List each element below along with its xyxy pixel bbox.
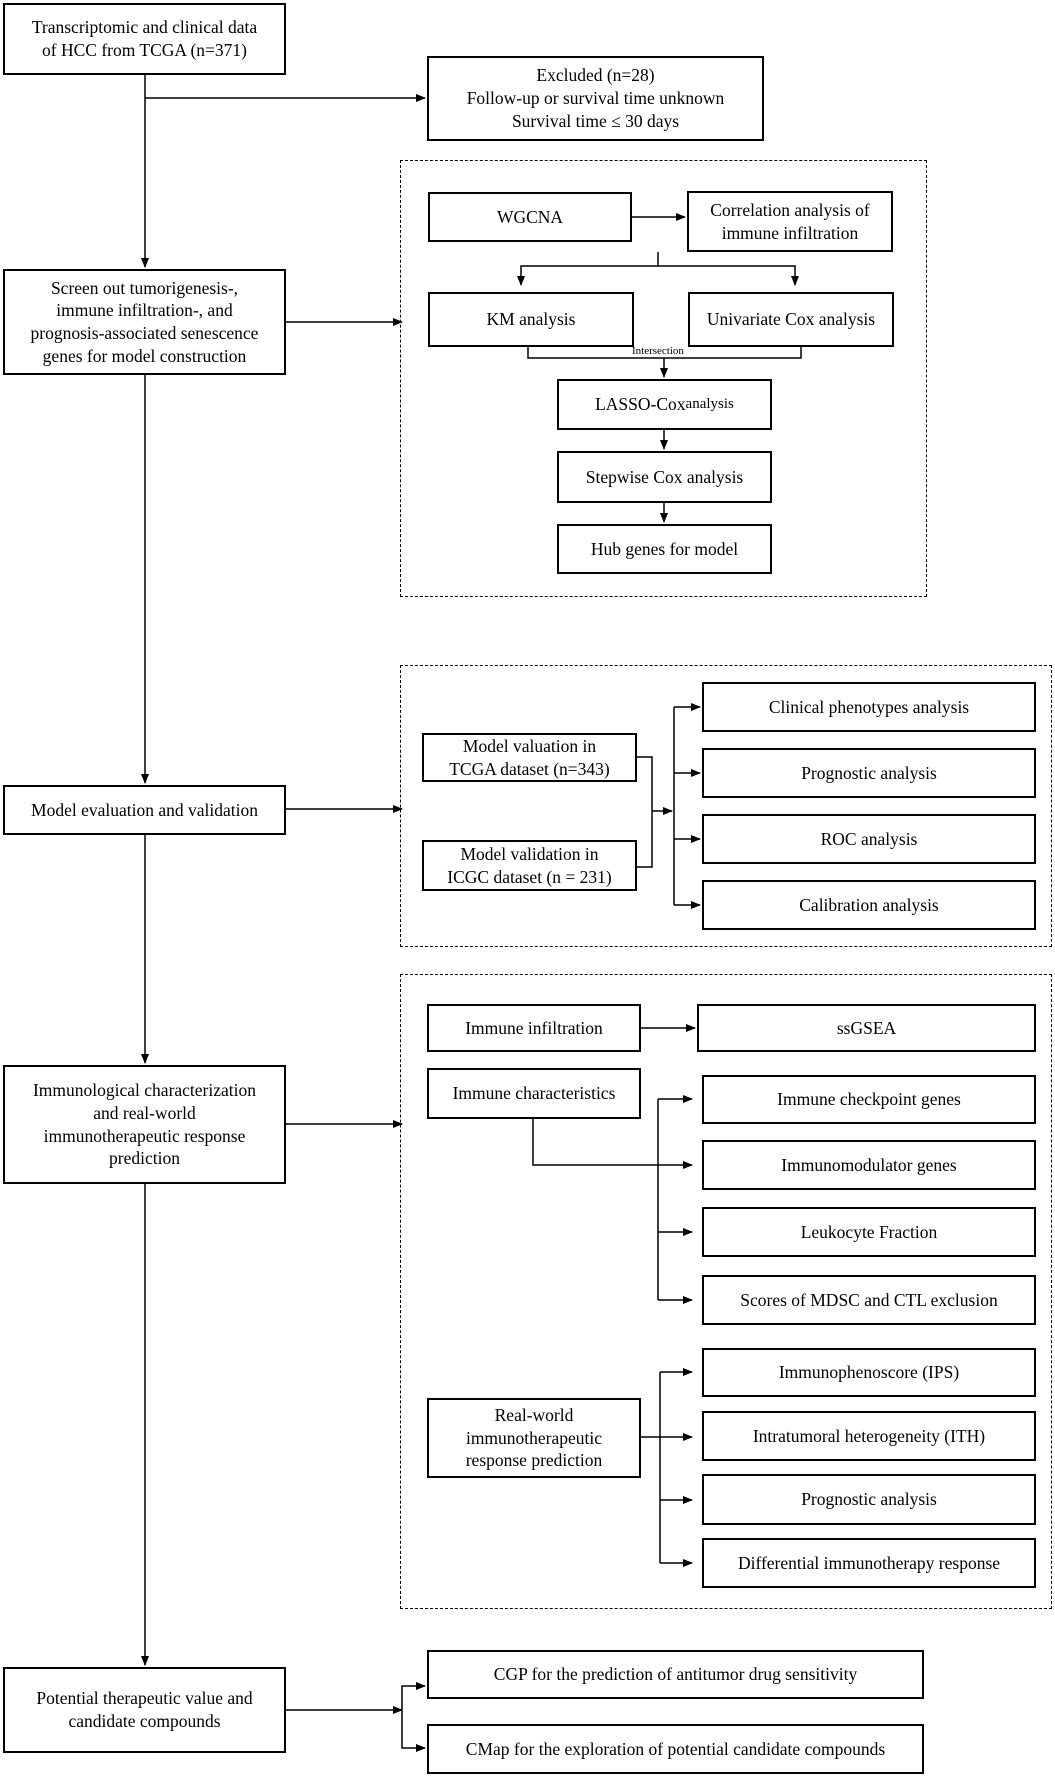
cgp-box: CGP for the prediction of antitumor drug…: [427, 1650, 924, 1699]
immune-panel: [400, 974, 1052, 1609]
real-world-box: Real-world immunotherapeutic response pr…: [427, 1398, 641, 1478]
wgcna-box: WGCNA: [428, 192, 632, 242]
roc-analysis-box: ROC analysis: [702, 814, 1036, 864]
mdsc-ctl-box: Scores of MDSC and CTL exclusion: [702, 1275, 1036, 1325]
excluded-box: Excluded (n=28) Follow-up or survival ti…: [427, 56, 764, 141]
leukocyte-fraction-box: Leukocyte Fraction: [702, 1207, 1036, 1257]
immune-infiltration-box: Immune infiltration: [427, 1004, 641, 1052]
ith-box: Intratumoral heterogeneity (ITH): [702, 1411, 1036, 1461]
immunomodulator-box: Immunomodulator genes: [702, 1140, 1036, 1190]
hub-genes-box: Hub genes for model: [557, 524, 772, 574]
ssgsea-box: ssGSEA: [697, 1004, 1036, 1052]
prognostic-analysis-box: Prognostic analysis: [702, 748, 1036, 798]
clinical-phenotypes-box: Clinical phenotypes analysis: [702, 682, 1036, 732]
immunological-box: Immunological characterization and real-…: [3, 1065, 286, 1184]
tcga-valuation-box: Model valuation in TCGA dataset (n=343): [422, 733, 637, 782]
therapeutic-box: Potential therapeutic value and candidat…: [3, 1667, 286, 1753]
univariate-cox-box: Univariate Cox analysis: [688, 292, 894, 347]
model-construction-panel: [400, 160, 927, 597]
input-data-box: Transcriptomic and clinical data of HCC …: [3, 3, 286, 75]
evaluation-panel: [400, 665, 1052, 947]
lasso-cox-box: LASSO-Cox analysis: [557, 379, 772, 430]
model-evaluation-box: Model evaluation and validation: [3, 785, 286, 835]
km-analysis-box: KM analysis: [428, 292, 634, 347]
stepwise-cox-box: Stepwise Cox analysis: [557, 451, 772, 503]
intersection-label: Intersection: [632, 345, 684, 357]
screen-genes-box: Screen out tumorigenesis-, immune infilt…: [3, 269, 286, 375]
rw-prognostic-box: Prognostic analysis: [702, 1474, 1036, 1525]
lasso-main-label: LASSO-Cox: [595, 394, 686, 415]
ips-box: Immunophenoscore (IPS): [702, 1348, 1036, 1397]
icgc-validation-box: Model validation in ICGC dataset (n = 23…: [422, 840, 637, 891]
lasso-suffix-label: analysis: [685, 395, 734, 412]
immune-characteristics-box: Immune characteristics: [427, 1068, 641, 1119]
immune-checkpoint-box: Immune checkpoint genes: [702, 1075, 1036, 1124]
differential-response-box: Differential immunotherapy response: [702, 1538, 1036, 1588]
calibration-analysis-box: Calibration analysis: [702, 880, 1036, 930]
cmap-box: CMap for the exploration of potential ca…: [427, 1724, 924, 1774]
correlation-box: Correlation analysis of immune infiltrat…: [687, 191, 893, 252]
